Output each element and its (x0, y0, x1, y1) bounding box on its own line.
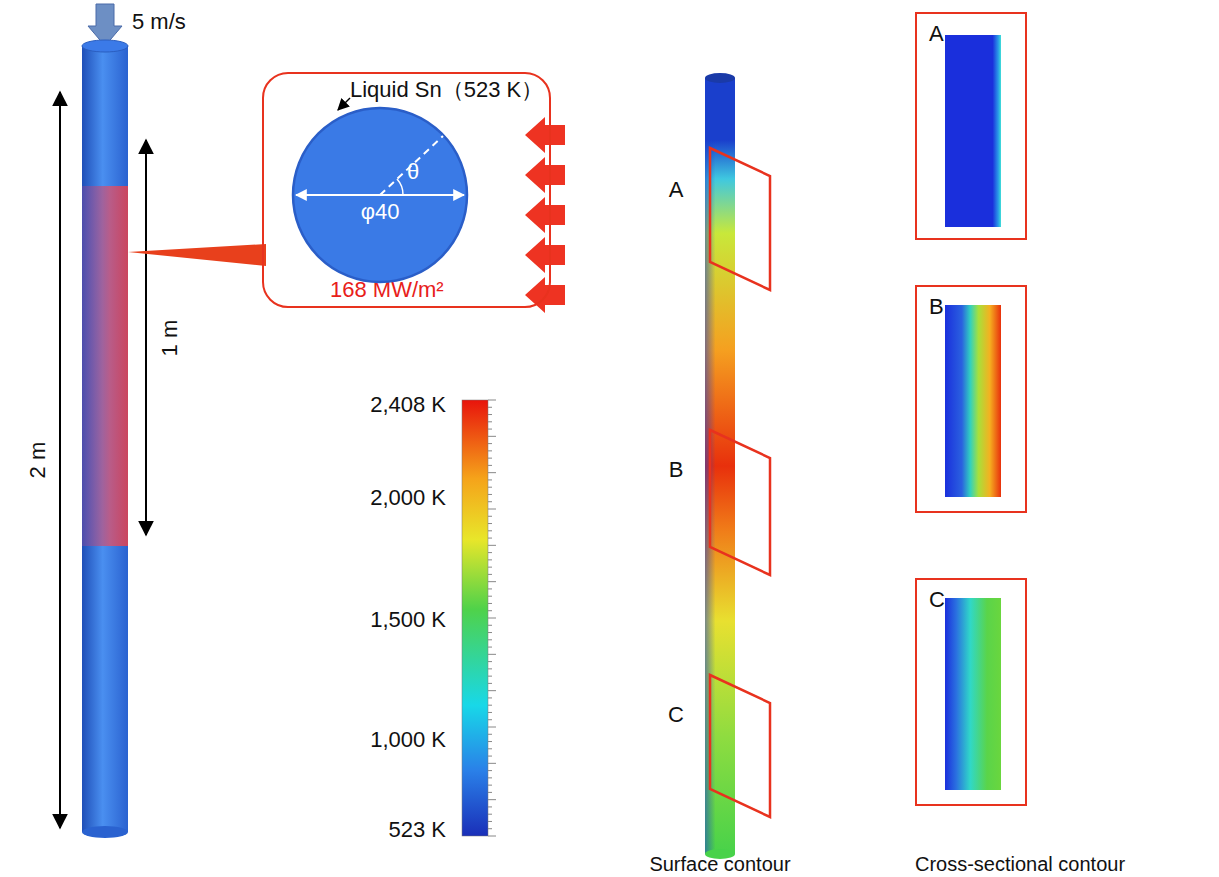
circle-outline (291, 106, 469, 284)
scale-value: 2,408 K (370, 393, 446, 417)
section-label: C (668, 703, 684, 727)
node-text: Liquid Sn（523 K） (350, 78, 543, 102)
scale-value: 1,000 K (370, 728, 446, 752)
callout-box: Liquid Sn（523 K）168 MW/m²φ40θ (262, 72, 551, 308)
node-text: φ40 (361, 200, 400, 224)
section-box: B (915, 285, 1027, 513)
section-box: A (915, 12, 1027, 240)
pipe-cross-section: φ40 θ (291, 106, 469, 284)
scale-value: 523 K (389, 818, 447, 842)
scale-value: 1,500 K (370, 608, 446, 632)
scale-value: 2,000 K (370, 486, 446, 510)
caption-label: Cross-sectional contour (915, 853, 1125, 875)
section-box: C (915, 578, 1027, 806)
section-label: B (669, 458, 684, 482)
dimension: 2 m (26, 442, 50, 479)
flow-speed: 5 m/s (132, 10, 186, 34)
node-text: B (929, 295, 944, 319)
node-text: C (929, 588, 945, 612)
node-text: θ (407, 160, 419, 184)
section-label: A (669, 178, 684, 202)
caption-label: Surface contour (649, 853, 790, 875)
dimension: 1 m (158, 320, 182, 357)
node-text: A (929, 22, 944, 46)
